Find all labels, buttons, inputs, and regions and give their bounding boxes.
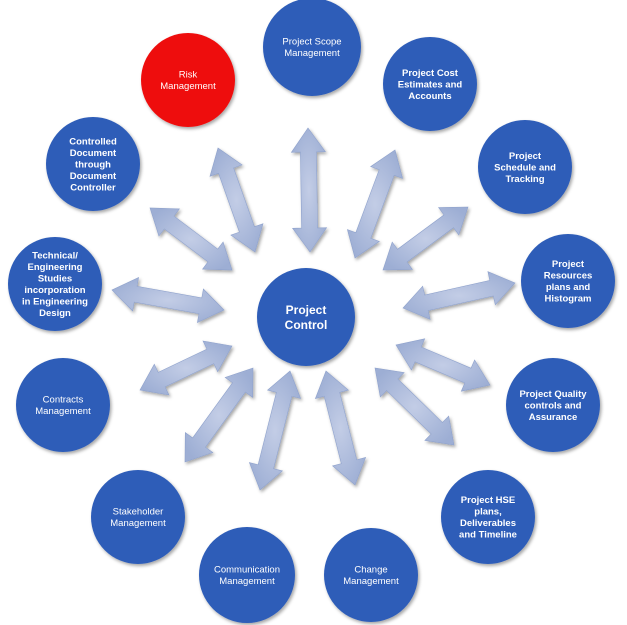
node-label-line: Change bbox=[354, 565, 387, 576]
center-circle bbox=[257, 268, 355, 366]
node-label-line: controls and bbox=[524, 400, 581, 411]
double-arrow-project-cost-estimates bbox=[346, 149, 404, 259]
node-label-line: through bbox=[75, 159, 111, 170]
node-label-line: Technical/ bbox=[32, 251, 78, 262]
node-controlled-document: ControlledDocumentthroughDocumentControl… bbox=[46, 117, 140, 211]
node-label-line: Estimates and bbox=[398, 79, 463, 90]
node-circle bbox=[383, 37, 477, 131]
node-circle bbox=[16, 358, 110, 452]
double-arrow-risk-management bbox=[209, 147, 264, 253]
center-label-line: Project bbox=[286, 303, 327, 317]
double-arrow-project-schedule-tracking bbox=[382, 206, 469, 271]
double-arrow-communication-management bbox=[248, 370, 302, 491]
node-circle bbox=[91, 470, 185, 564]
node-label-line: and Timeline bbox=[459, 530, 517, 541]
node-circle bbox=[263, 0, 361, 96]
node-circle bbox=[521, 234, 615, 328]
double-arrow-change-management bbox=[314, 370, 367, 486]
node-label-line: Schedule and bbox=[494, 162, 556, 173]
node-label-line: Tracking bbox=[505, 174, 544, 185]
node-circle bbox=[46, 117, 140, 211]
double-arrow-project-resources-plans bbox=[402, 271, 516, 320]
node-label-line: Contracts bbox=[43, 395, 84, 406]
double-arrow-project-scope-management bbox=[290, 127, 328, 253]
node-label-line: Project bbox=[552, 259, 585, 270]
double-arrow-controlled-document bbox=[149, 207, 233, 271]
node-label-line: in Engineering bbox=[22, 297, 88, 308]
node-label-line: Studies bbox=[38, 274, 72, 285]
node-circle bbox=[506, 358, 600, 452]
double-arrow-project-hse-plans bbox=[374, 367, 455, 446]
node-label-line: Stakeholder bbox=[113, 507, 164, 518]
node-label-line: Project Scope bbox=[282, 37, 341, 48]
node-label-line: Management bbox=[343, 576, 399, 587]
node-label-line: Project Cost bbox=[402, 68, 459, 79]
node-circle bbox=[141, 33, 235, 127]
node-label-line: Management bbox=[284, 48, 340, 59]
node-label-line: Histogram bbox=[545, 294, 592, 305]
node-label-line: Project HSE bbox=[461, 495, 515, 506]
node-label-line: Controlled bbox=[69, 136, 117, 147]
node-label-line: Management bbox=[35, 406, 91, 417]
center-label-line: Control bbox=[285, 318, 328, 332]
node-label-line: Project bbox=[509, 151, 542, 162]
node-label-line: Engineering bbox=[28, 262, 83, 273]
double-arrow-project-quality-controls bbox=[395, 338, 491, 392]
node-circle bbox=[324, 528, 418, 622]
node-label-line: Project Quality bbox=[519, 389, 587, 400]
node-label-line: Communication bbox=[214, 565, 280, 576]
node-label-line: Assurance bbox=[529, 412, 578, 423]
double-arrow-stakeholder-management bbox=[184, 367, 254, 463]
node-label-line: incorporation bbox=[24, 285, 85, 296]
node-circle bbox=[8, 237, 102, 331]
node-label-line: Document bbox=[70, 148, 117, 159]
node-circle bbox=[478, 120, 572, 214]
arrows-layer bbox=[111, 127, 516, 491]
node-technical-engineering-studies: Technical/EngineeringStudiesincorporatio… bbox=[8, 237, 102, 331]
node-circle bbox=[441, 470, 535, 564]
node-label-line: Controller bbox=[70, 182, 116, 193]
node-label-line: Document bbox=[70, 171, 117, 182]
node-circle bbox=[199, 527, 295, 623]
node-label-line: Accounts bbox=[408, 91, 451, 102]
node-label-line: Deliverables bbox=[460, 518, 516, 529]
node-label-line: plans and bbox=[546, 282, 591, 293]
node-label-line: plans, bbox=[474, 507, 501, 518]
node-label-line: Management bbox=[160, 81, 216, 92]
node-label-line: Design bbox=[39, 308, 71, 319]
node-label-line: Risk bbox=[179, 70, 198, 81]
node-label-line: Resources bbox=[544, 271, 593, 282]
node-label-line: Management bbox=[110, 518, 166, 529]
node-label-line: Management bbox=[219, 576, 275, 587]
double-arrow-contracts-management bbox=[139, 340, 233, 396]
double-arrow-technical-engineering-studies bbox=[111, 276, 225, 324]
